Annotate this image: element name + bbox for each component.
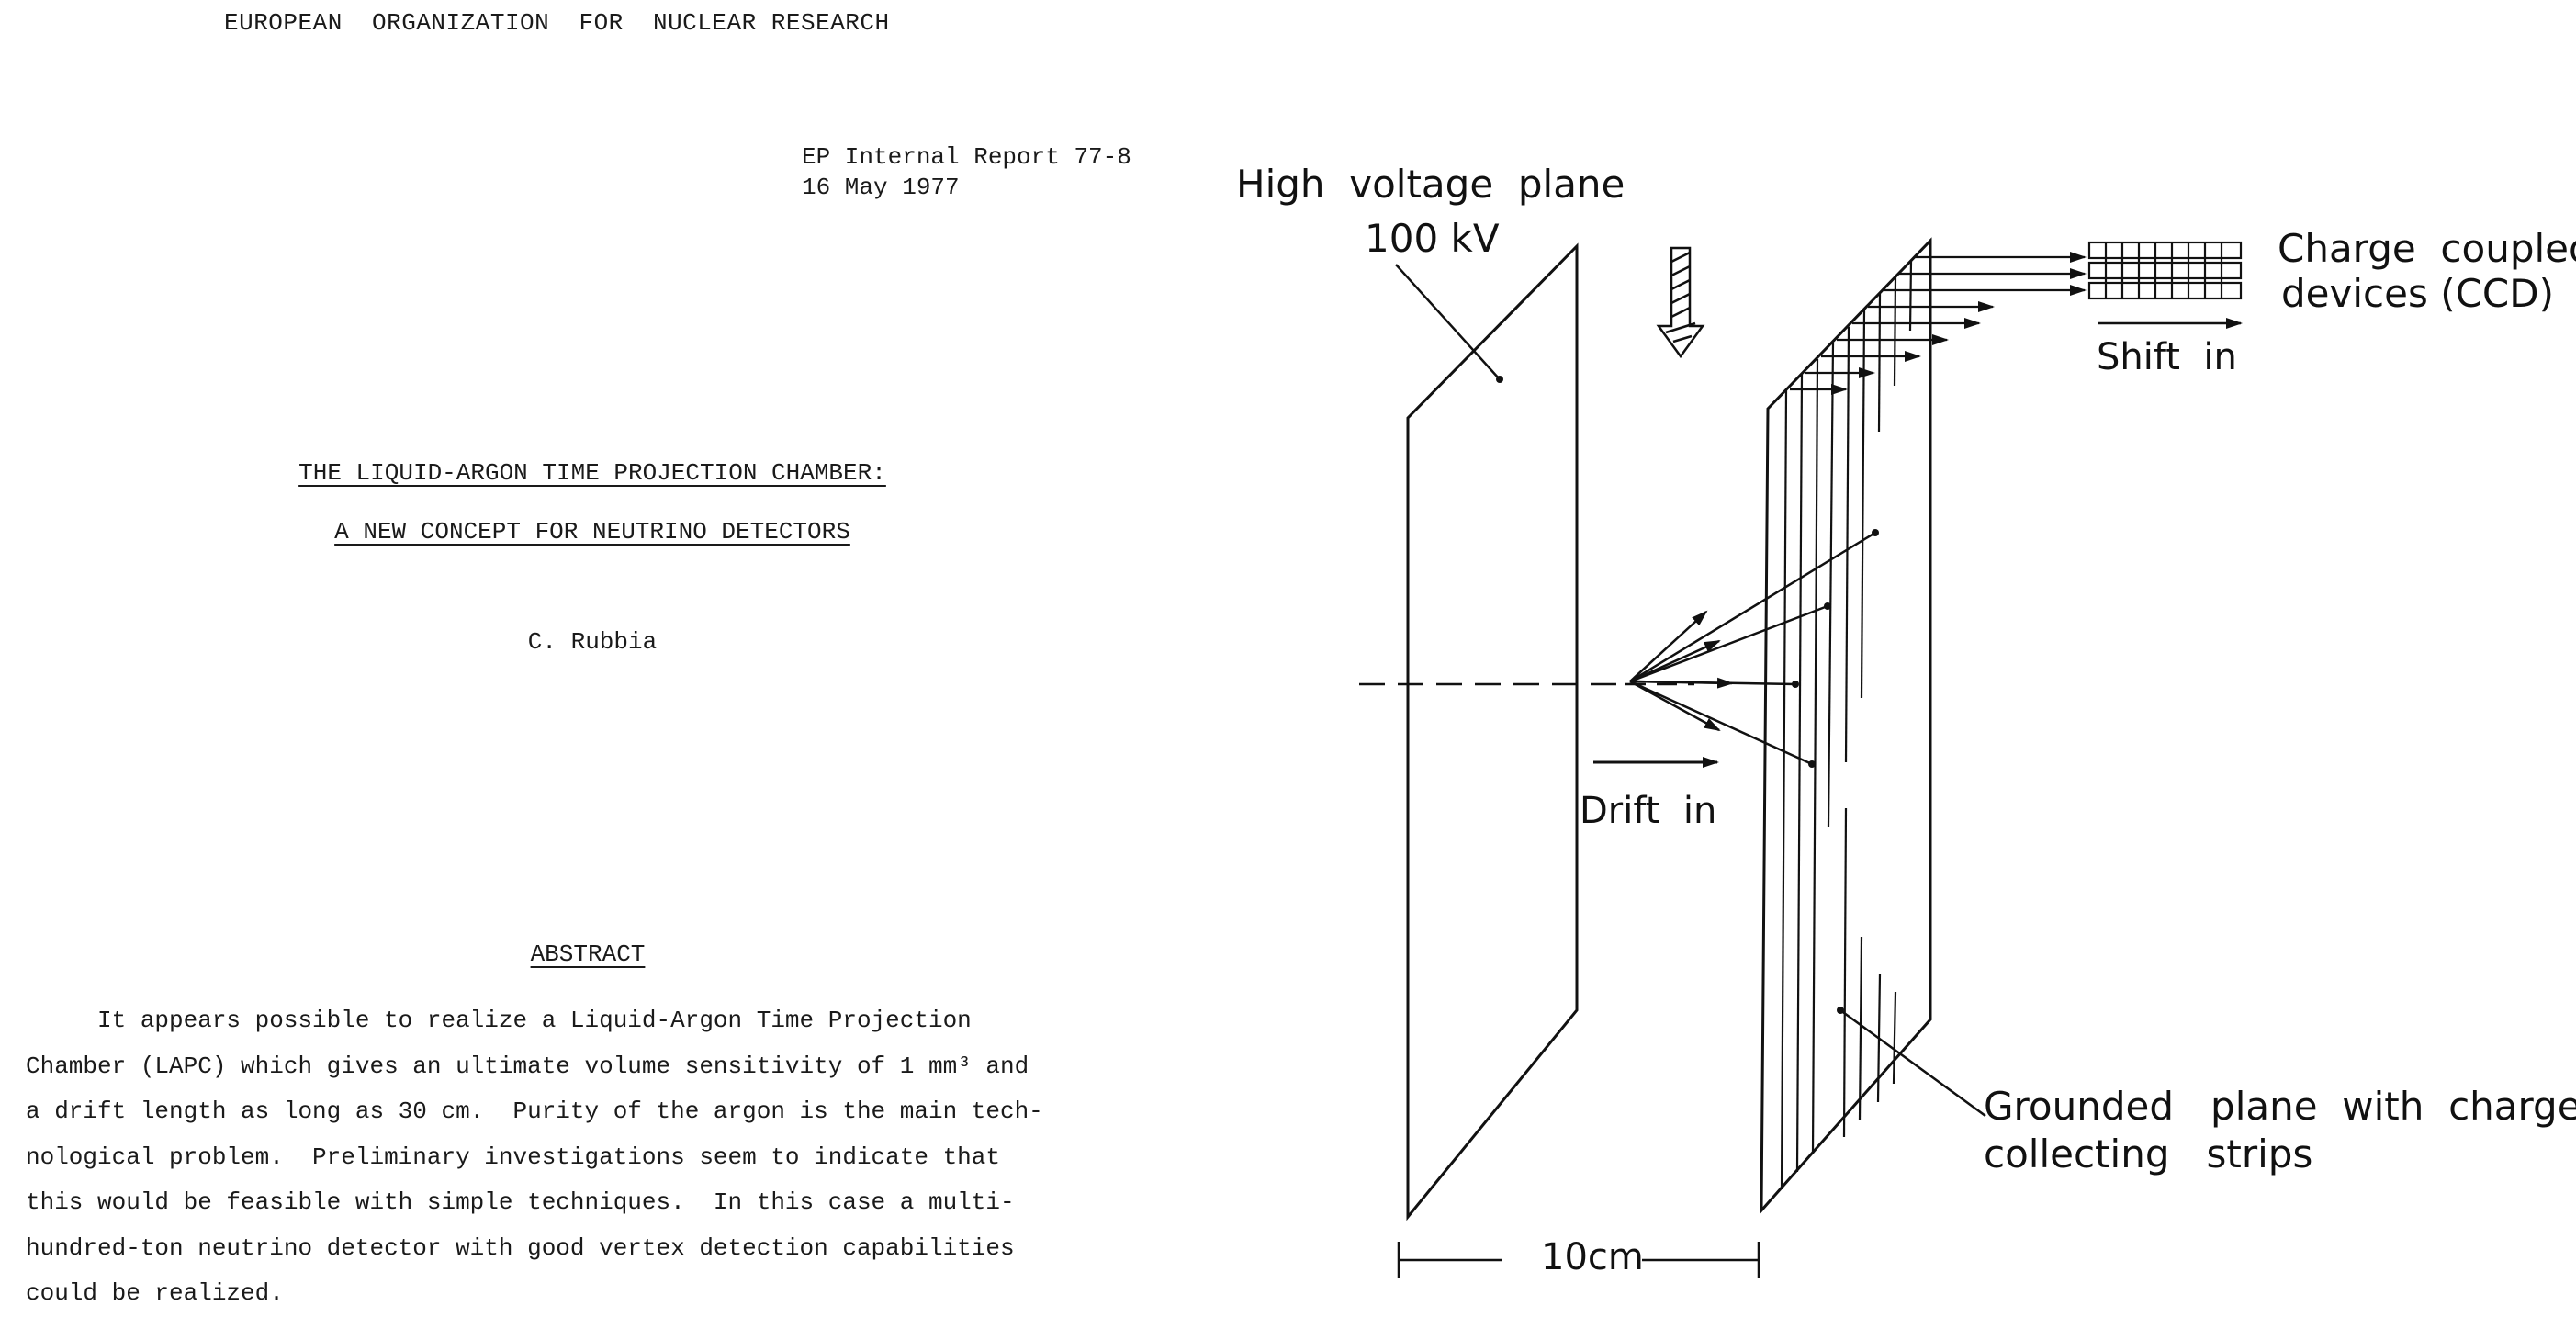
dimension-line [1397,1242,1760,1278]
drift-in-label: Drift in [1580,790,1717,832]
author-name: C. Rubbia [527,628,658,656]
paper-title-line-1-text: THE LIQUID-ARGON TIME PROJECTION CHAMBER… [298,459,886,487]
hv-label-dot [1496,376,1503,383]
grounded-plane [1760,237,1932,1214]
track-endpoints [1792,529,1879,768]
ccd-label-line-1: Charge coupled [2278,226,2576,271]
charge-collecting-strips [1780,260,1913,1190]
shift-in-label: Shift in [2097,336,2237,378]
abstract-line: Chamber (LAPC) which gives an ultimate v… [26,1052,1029,1080]
abstract-line: this would be feasible with simple techn… [26,1188,1015,1216]
report-info: EP Internal Report 77-8 16 May 1977 [802,142,1131,203]
abstract-line: could be realized. [26,1279,284,1307]
paper-title-line-1: THE LIQUID-ARGON TIME PROJECTION CHAMBER… [0,459,1185,487]
ccd-readout-lines [1790,252,2087,395]
hv-voltage-label: 100 kV [1365,216,1500,261]
abstract-body: It appears possible to realize a Liquid-… [26,998,1174,1317]
abstract-heading: ABSTRACT [0,940,1176,968]
ccd-label-line-2: devices (CCD) [2281,271,2554,316]
abstract-line: a drift length as long as 30 cm. Purity … [26,1098,1043,1125]
high-voltage-plane [1406,242,1579,1221]
grounded-label-leader [1839,1008,1986,1118]
report-number: EP Internal Report 77-8 [802,143,1131,171]
abstract-line: nological problem. Preliminary investiga… [26,1143,1000,1171]
hv-plane-label: High voltage plane [1236,162,1625,207]
abstract-line: It appears possible to realize a Liquid-… [26,1007,972,1034]
grounded-label-line-2: collecting strips [1984,1131,2313,1176]
abstract-line: hundred-ton neutrino detector with good … [26,1233,1015,1262]
dimension-label: 10cm [1541,1236,1644,1278]
particle-tracks [1629,531,1876,766]
grounded-label-line-1: Grounded plane with charge [1984,1084,2576,1129]
tpc-schematic-figure: High voltage plane 100 kV Charge coupled… [1185,0,2576,1311]
report-date: 16 May 1977 [802,174,960,201]
hatched-drift-arrow-icon [1656,246,1705,359]
hv-label-leader [1395,264,1500,379]
organization-name: EUROPEAN ORGANIZATION FOR NUCLEAR RESEAR… [224,9,890,37]
ccd-devices [2087,241,2243,300]
grounded-label-dot [1837,1007,1844,1014]
paper-title-line-2: A NEW CONCEPT FOR NEUTRINO DETECTORS [0,518,1185,546]
tpc-schematic-drawing [1359,237,2243,1278]
abstract-heading-text: ABSTRACT [530,940,646,968]
paper-title-line-2-text: A NEW CONCEPT FOR NEUTRINO DETECTORS [334,518,850,546]
